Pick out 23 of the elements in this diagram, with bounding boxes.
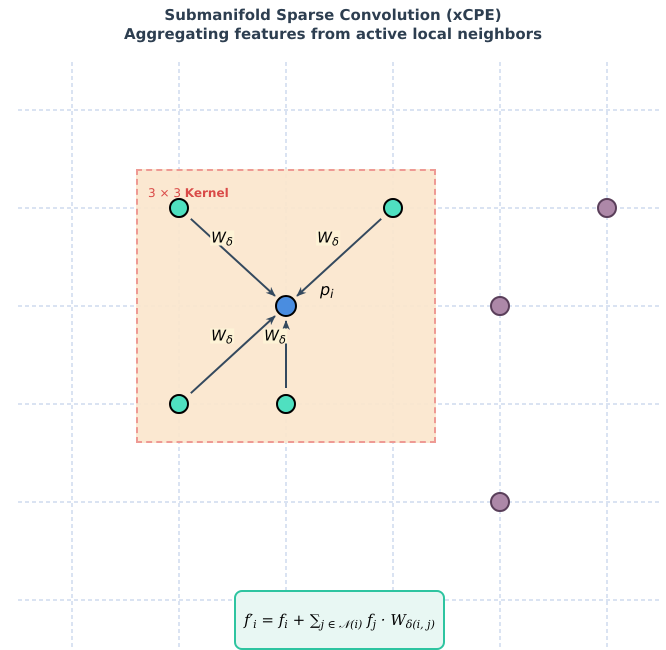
- kernel-region: [136, 169, 436, 443]
- active-point: [169, 394, 189, 414]
- arrow: [190, 218, 276, 297]
- active-point: [383, 198, 403, 218]
- edge-label: W$_{δ}$: [210, 328, 234, 344]
- edge-label: W$_{δ}$: [210, 230, 234, 246]
- kernel-label: 3 × 3 Kernel: [148, 187, 229, 199]
- active-point: [169, 198, 189, 218]
- arrow: [296, 218, 382, 297]
- edge-label: W$_{δ}$: [263, 328, 287, 344]
- formula-text: f′$_{i}$ = f$_{i}$ + ∑$_{j ∈ 𝒩(i)}$ f$_{j}$ · W$_{δ(i, j)}$: [242, 610, 436, 632]
- target-point: [275, 295, 297, 317]
- diagram-subtitle: Aggregating features from active local neighbors: [124, 25, 542, 44]
- arrow: [282, 320, 290, 388]
- inactive-point: [490, 296, 510, 316]
- edge-label: W$_{δ}$: [316, 230, 340, 246]
- inactive-point: [490, 492, 510, 512]
- point-label: p$_{i}$: [320, 282, 334, 298]
- diagram-title: Submanifold Sparse Convolution (xCPE): [164, 6, 502, 25]
- arrow: [190, 315, 276, 394]
- formula-box: [234, 590, 445, 650]
- inactive-point: [597, 198, 617, 218]
- active-point: [276, 394, 296, 414]
